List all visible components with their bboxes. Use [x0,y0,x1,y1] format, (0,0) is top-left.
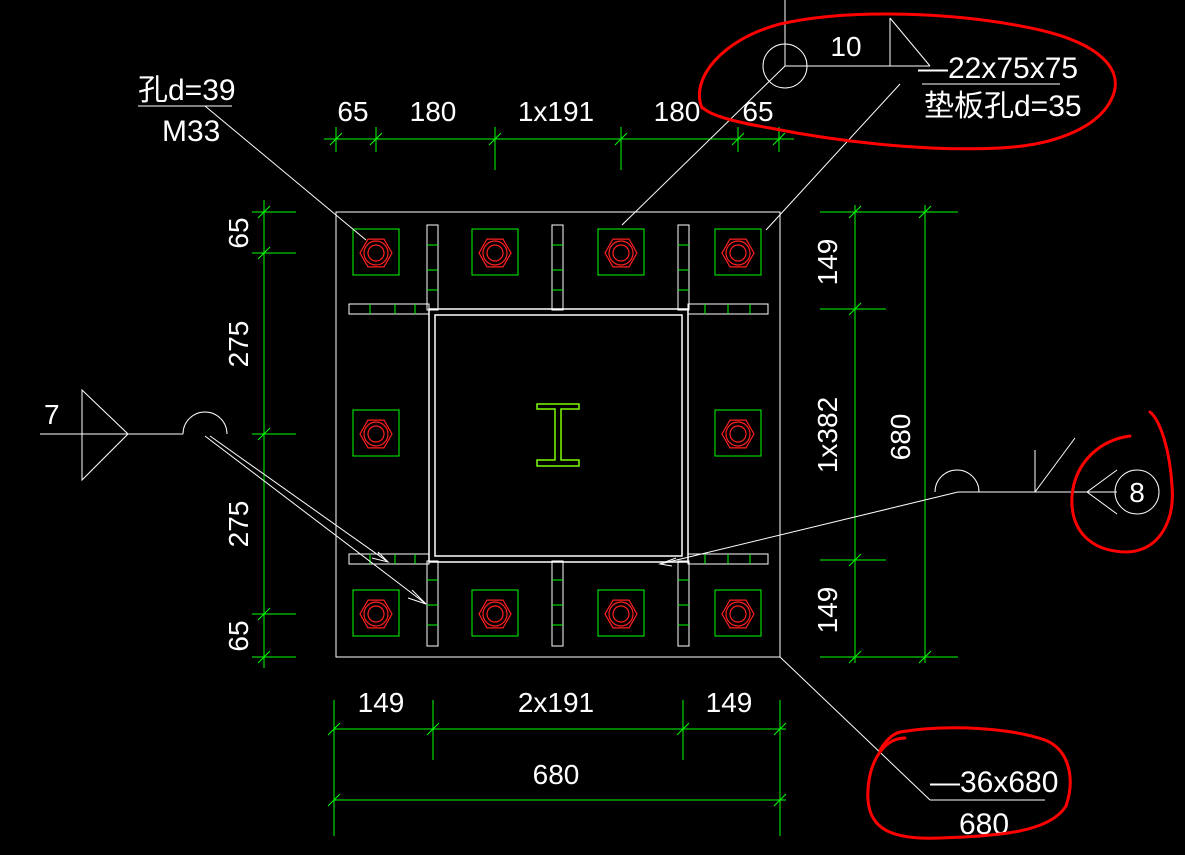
washer-plate [352,589,400,637]
top-dim-2: 180 [410,96,457,127]
top-dimension-chain [324,127,794,170]
top-dim-4: 180 [654,96,701,127]
bolt-hole [729,425,747,443]
bolt-nut [721,238,755,268]
plate-size-text: —36x680 [930,766,1058,799]
right-dim-2: 1x382 [812,397,843,473]
washer-hole-text: 垫板孔d=35 [924,90,1082,123]
washer-plate [471,589,519,637]
anchor-bolt [714,228,762,276]
bolt-hole [612,605,630,623]
bolt-hole [486,244,504,262]
bolt-nut [359,599,393,629]
bolt-hole [482,601,508,627]
anchor-bolt [597,589,645,637]
bolt-nut [359,238,393,268]
bolt-hole [363,421,389,447]
i-section-icon [536,403,580,467]
bolt-hole [608,240,634,266]
anchor-bolt [352,589,400,637]
weld-symbol-left-label: 7 [44,399,60,430]
bolt-hole [725,421,751,447]
stiffener-ribs [348,224,769,647]
bolt-nut [721,599,755,629]
right-dimension-chain [820,205,958,664]
left-dim-3: 275 [223,501,254,548]
bolt-nut [604,599,638,629]
bolt-nut [604,238,638,268]
left-dim-4: 65 [223,620,254,651]
top-dim-1: 65 [337,96,368,127]
weld-size-10: 10 [830,31,861,62]
bolt-nut [478,238,512,268]
right-dim-1: 149 [812,239,843,286]
right-dim-3: 149 [812,587,843,634]
base-plate-outline [335,211,781,658]
red-markup [697,12,1174,840]
anchor-bolt [471,228,519,276]
right-dim-total: 680 [885,414,916,461]
anchor-bolt [597,228,645,276]
bolt-hole [363,240,389,266]
bolt-hole [608,601,634,627]
washer-plate [471,228,519,276]
anchor-bolts [352,228,762,637]
bolt-size-text: M33 [162,115,220,148]
markup-washer-ellipse [697,12,1117,151]
bolt-hole [725,601,751,627]
washer-plate [597,228,645,276]
anchor-bolt [352,409,400,457]
bottom-dim-total: 680 [533,759,580,790]
left-dim-1: 65 [223,217,254,248]
washer-size-text: —22x75x75 [918,52,1078,85]
bottom-dim-3: 149 [706,687,753,718]
anchor-bolt [471,589,519,637]
washer-plate [352,228,400,276]
left-dim-2: 275 [223,321,254,368]
weld-symbol-right [658,437,1160,567]
bolt-hole [363,601,389,627]
washer-plate [352,409,400,457]
left-dimension-chain [252,200,296,668]
bolt-hole [729,244,747,262]
washer-plate [714,409,762,457]
bolt-hole [612,244,630,262]
bolt-hole [367,425,385,443]
washer-leader [621,0,1060,231]
anchor-bolt [714,409,762,457]
weld-symbol-right-label: 8 [1129,477,1145,508]
bolt-nut [478,599,512,629]
anchor-bolt [352,228,400,276]
rib-weld-ticks [369,244,751,626]
weld-symbol-left [40,388,427,605]
plate-leader [779,656,1045,801]
top-dim-3: 1x191 [518,96,594,127]
washer-plate [714,228,762,276]
anchor-bolt [714,589,762,637]
bolt-hole-text: 孔d=39 [138,74,236,107]
bolt-hole [367,244,385,262]
markup-weld8-ellipse [1070,410,1174,554]
top-dim-5: 65 [742,96,773,127]
bolt-hole [486,605,504,623]
markup-plate-ellipse [866,726,1072,840]
bolt-nut [359,419,393,449]
column-box-inner [434,314,683,557]
washer-plate [597,589,645,637]
bottom-dimension-chain [327,700,787,836]
bolt-hole [482,240,508,266]
bottom-dim-2: 2x191 [518,687,594,718]
bolt-nut [721,419,755,449]
bolt-hole [729,605,747,623]
bottom-dim-1: 149 [358,687,405,718]
column-box-outer [428,308,689,563]
bolt-hole-leader [138,105,367,241]
bolt-hole [367,605,385,623]
washer-plate [714,589,762,637]
bolt-hole [725,240,751,266]
